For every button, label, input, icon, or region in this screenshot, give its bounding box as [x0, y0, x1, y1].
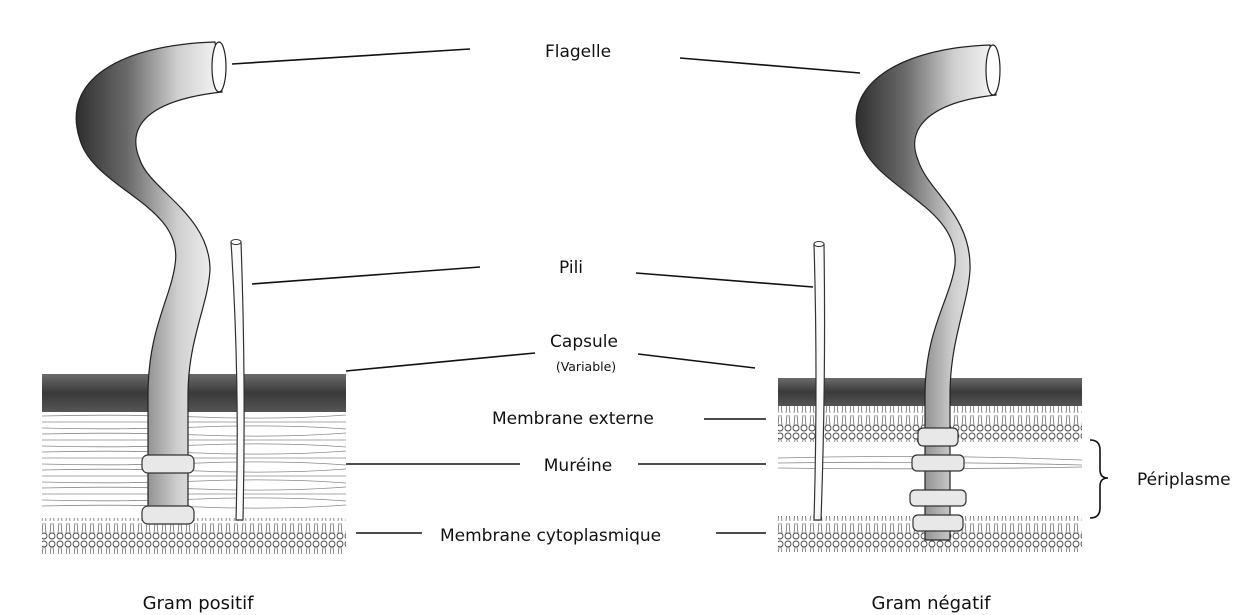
capsule-layer-left: [42, 374, 346, 412]
label-flagelle: Flagelle: [545, 42, 611, 62]
gram-positive-title: Gram positif: [143, 593, 255, 614]
cytoplasmic-membrane-left: [42, 518, 346, 554]
label-capsule-note: (Variable): [556, 359, 616, 374]
gram-negative-title: Gram négatif: [872, 593, 992, 614]
label-mureine: Muréine: [544, 456, 612, 476]
label-periplasme: Périplasme: [1137, 470, 1231, 490]
periplasm-brace: [1090, 440, 1108, 518]
gram-positive-panel: Gram positif: [42, 42, 346, 614]
label-membrane-cytoplasmique: Membrane cytoplasmique: [440, 526, 661, 546]
label-capsule: Capsule: [550, 332, 618, 352]
label-pili: Pili: [559, 258, 583, 278]
label-membrane-externe: Membrane externe: [492, 409, 654, 429]
gram-negative-panel: Gram négatif: [778, 45, 1108, 614]
